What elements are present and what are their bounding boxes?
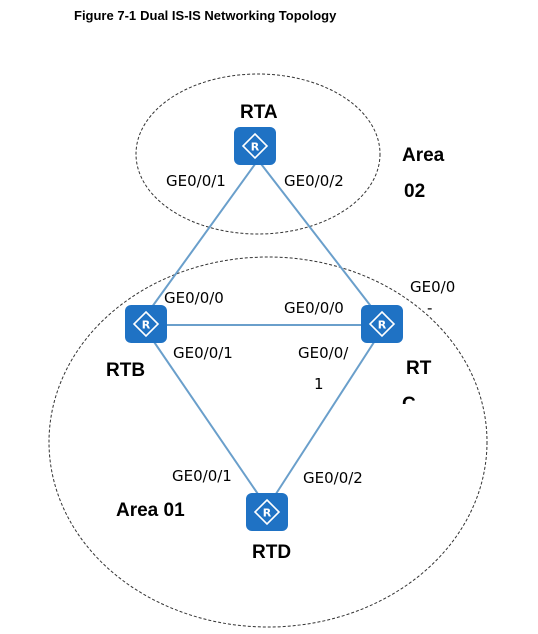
link-rta-rtb — [143, 159, 259, 319]
router-name-rtc-line1: RT — [406, 358, 432, 379]
iface-rtd-to-rtc: GE0/0/2 — [303, 469, 363, 487]
router-rtc[interactable] — [360, 304, 404, 344]
figure-number: Figure 7-1 — [74, 8, 137, 23]
router-icon — [245, 492, 289, 532]
iface-rtd-to-rtb: GE0/0/1 — [172, 467, 232, 485]
router-icon — [233, 126, 277, 166]
router-rtd[interactable] — [245, 492, 289, 532]
router-name-rtb: RTB — [106, 360, 145, 381]
router-rtb[interactable] — [124, 304, 168, 344]
iface-rtc-to-rtb: GE0/0/0 — [284, 299, 344, 317]
area-02-boundary — [135, 73, 381, 235]
router-name-rtd: RTD — [252, 542, 291, 563]
link-rta-rtc — [257, 159, 381, 319]
area-01-label: Area 01 — [116, 500, 185, 521]
area-02-label-line2: 02 — [404, 181, 425, 202]
iface-rtc-to-rtd-line2: 1 — [314, 375, 324, 393]
iface-rtc-to-rta-line2: - — [427, 299, 432, 317]
iface-rtc-to-rtd-line1: GE0/0/ — [298, 344, 349, 362]
area-02-label-line1: Area — [402, 145, 445, 166]
iface-rta-to-rtb: GE0/0/1 — [166, 172, 226, 190]
router-icon — [124, 304, 168, 344]
iface-rtc-to-rta-line1: GE0/0 — [410, 278, 455, 296]
figure-title: Dual IS-IS Networking Topology — [140, 8, 337, 23]
router-icon — [360, 304, 404, 344]
iface-rtb-to-rtc: GE0/0/1 — [173, 344, 233, 362]
router-name-rta: RTA — [240, 102, 278, 123]
iface-rtb-to-rta: GE0/0/0 — [164, 289, 224, 307]
iface-rta-to-rtc: GE0/0/2 — [284, 172, 344, 190]
link-rtc-rtd — [271, 335, 379, 501]
area-01-boundary — [48, 256, 488, 628]
router-name-rtc-line2: C — [402, 394, 416, 415]
link-rtb-rtd — [149, 335, 263, 501]
router-rta[interactable] — [233, 126, 277, 166]
